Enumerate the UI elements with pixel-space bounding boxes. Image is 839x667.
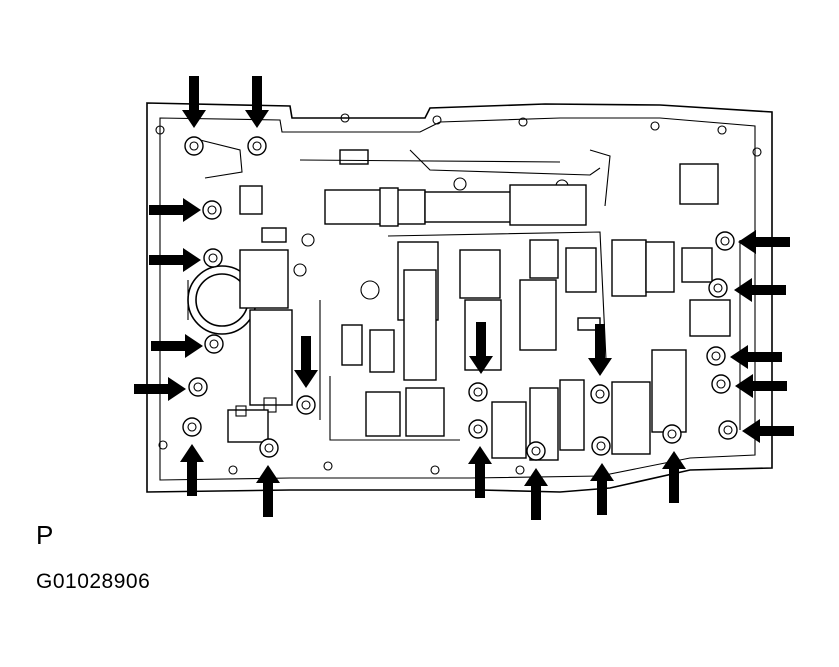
bolt [182, 417, 202, 437]
bolt [188, 377, 208, 397]
arrow-left [735, 374, 787, 398]
bolt [715, 231, 735, 251]
bolt [662, 424, 682, 444]
arrow-up [524, 468, 548, 520]
bolt [247, 136, 267, 156]
arrow-right [149, 198, 201, 222]
bolt [468, 419, 488, 439]
bolt [591, 436, 611, 456]
arrow-left [730, 345, 782, 369]
bolt [711, 374, 731, 394]
arrow-up [662, 451, 686, 503]
bolt [706, 346, 726, 366]
arrow-down [588, 324, 612, 376]
arrow-left [742, 419, 794, 443]
arrow-down [294, 336, 318, 388]
arrow-up [180, 444, 204, 496]
bolt [708, 278, 728, 298]
bolt [526, 441, 546, 461]
valve-internals [199, 139, 741, 461]
arrow-right [149, 248, 201, 272]
bolt [296, 395, 316, 415]
arrow-down [182, 76, 206, 128]
bolt [468, 382, 488, 402]
bolt [202, 200, 222, 220]
bolts [182, 136, 738, 461]
view-label: P [36, 520, 54, 550]
arrow-left [734, 278, 786, 302]
bolt [718, 420, 738, 440]
figure-code: G01028906 [36, 570, 151, 593]
arrow-right [151, 334, 203, 358]
arrow-left [738, 230, 790, 254]
bolt [204, 334, 224, 354]
bolt [184, 136, 204, 156]
bolt [590, 384, 610, 404]
bolt [203, 248, 223, 268]
bolt [259, 438, 279, 458]
